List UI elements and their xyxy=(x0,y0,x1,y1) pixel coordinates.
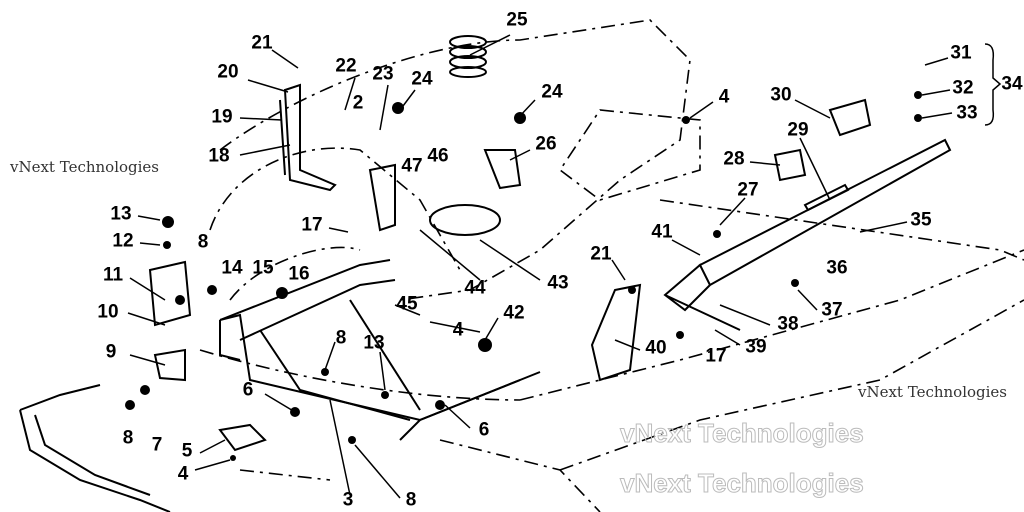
callout-17: 17 xyxy=(301,214,323,236)
callout-15: 15 xyxy=(252,257,274,279)
callout-34: 34 xyxy=(1001,73,1023,95)
callout-19: 19 xyxy=(211,106,233,128)
body-outline xyxy=(199,19,1024,512)
watermark-outline: vNext Technologies xyxy=(620,468,865,498)
callout-4c: 4 xyxy=(177,463,189,485)
callout-5: 5 xyxy=(181,440,193,462)
callout-42: 42 xyxy=(503,302,525,324)
bracket-47 xyxy=(368,163,396,232)
callout-33: 33 xyxy=(956,102,978,124)
callout-21b: 21 xyxy=(590,243,612,265)
bracket-40 xyxy=(590,283,642,382)
callout-31: 31 xyxy=(950,42,972,64)
bracket-19 xyxy=(279,83,337,192)
strip-29 xyxy=(803,183,850,212)
callout-43: 43 xyxy=(547,272,569,294)
callout-8c: 8 xyxy=(122,427,134,449)
callout-13: 13 xyxy=(110,203,132,225)
callout-12: 12 xyxy=(112,230,134,252)
callout-35: 35 xyxy=(910,209,932,231)
front-bumper xyxy=(19,384,171,512)
callout-14: 14 xyxy=(221,257,243,279)
callout-37: 37 xyxy=(821,299,843,321)
callout-41: 41 xyxy=(651,221,673,243)
callout-8b: 8 xyxy=(335,327,347,349)
callout-21: 21 xyxy=(251,32,273,54)
tank-ring xyxy=(429,204,501,236)
group-brace xyxy=(984,43,1002,126)
clip-28 xyxy=(773,148,807,182)
callout-6: 6 xyxy=(242,379,254,401)
callout-24: 24 xyxy=(411,68,433,90)
callout-23: 23 xyxy=(372,63,394,85)
block-30 xyxy=(828,98,872,137)
callout-47: 47 xyxy=(401,155,423,177)
callout-11: 11 xyxy=(102,264,124,286)
callout-32: 32 xyxy=(952,77,974,99)
callout-38: 38 xyxy=(777,313,799,335)
callout-27: 27 xyxy=(737,179,759,201)
callout-17b: 17 xyxy=(705,345,727,367)
callout-28: 28 xyxy=(723,148,745,170)
callout-45: 45 xyxy=(396,293,418,315)
callout-20: 20 xyxy=(217,61,239,83)
callout-3: 3 xyxy=(342,489,354,511)
callout-44: 44 xyxy=(464,277,486,299)
callout-46: 46 xyxy=(427,145,449,167)
block-10 xyxy=(148,260,192,327)
callout-39: 39 xyxy=(745,336,767,358)
callout-8: 8 xyxy=(197,231,209,253)
callout-24b: 24 xyxy=(541,81,563,103)
callout-26: 26 xyxy=(535,133,557,155)
plate-9 xyxy=(153,348,186,382)
bracket-26 xyxy=(483,149,522,190)
pulley-25 xyxy=(449,35,487,78)
watermark-outline: vNext Technologies xyxy=(620,418,865,448)
leader-lines xyxy=(127,34,953,499)
callout-40: 40 xyxy=(645,337,667,359)
callout-25: 25 xyxy=(506,9,528,31)
frame xyxy=(219,259,541,441)
callout-4: 4 xyxy=(718,86,730,108)
callout-9: 9 xyxy=(105,341,117,363)
callout-13b: 13 xyxy=(363,332,385,354)
callout-29: 29 xyxy=(787,119,809,141)
callout-10: 10 xyxy=(97,301,119,323)
watermark-text: vNext Technologies xyxy=(10,158,160,176)
callout-18: 18 xyxy=(208,145,230,167)
callout-2: 2 xyxy=(352,92,364,114)
watermark-text: vNext Technologies xyxy=(858,383,1008,401)
callout-36: 36 xyxy=(826,257,848,279)
callout-16: 16 xyxy=(288,263,310,285)
callout-6b: 6 xyxy=(478,419,490,441)
callout-7: 7 xyxy=(151,434,163,456)
callout-4b: 4 xyxy=(452,319,464,341)
callout-22: 22 xyxy=(335,55,357,77)
callout-8d: 8 xyxy=(405,489,417,511)
step-plate-38 xyxy=(663,138,952,331)
callout-30: 30 xyxy=(770,84,792,106)
plate-5 xyxy=(218,423,267,452)
hardware xyxy=(125,91,922,461)
